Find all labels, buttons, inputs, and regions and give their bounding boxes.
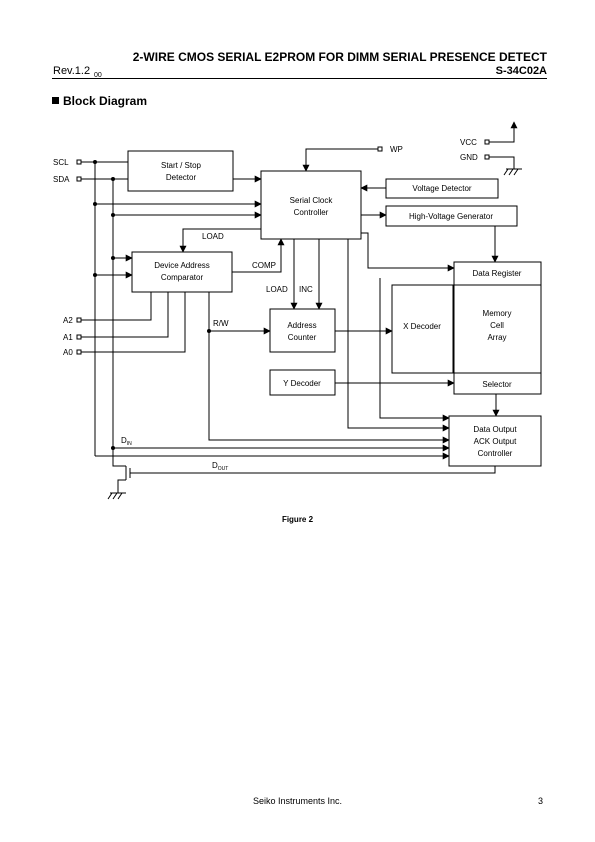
address-counter-block	[269, 308, 336, 353]
gnd-pin-label: GND	[460, 153, 478, 162]
wire	[81, 292, 169, 338]
junction-dot	[207, 329, 211, 333]
arrow	[347, 239, 450, 432]
start-stop-label-1: Start / Stop	[161, 161, 202, 170]
dout-sub: OUT	[218, 466, 229, 472]
serial-clock-label-1: Serial Clock	[290, 196, 334, 205]
page-number: 3	[538, 796, 544, 806]
load-signal-label: LOAD	[266, 285, 288, 294]
wire	[117, 492, 123, 500]
arrow	[232, 238, 285, 273]
junction-dot	[111, 446, 115, 450]
data-register-label: Data Register	[473, 269, 522, 278]
sda-pin-label: SDA	[53, 175, 70, 184]
memory-label-1: Memory	[483, 309, 512, 318]
serial-clock-controller-block	[260, 170, 362, 240]
address-counter-label-1: Address	[287, 321, 316, 330]
junction-dot	[93, 160, 97, 164]
part-number: S-34C02A	[495, 65, 547, 77]
scl-pin-label: SCL	[53, 158, 69, 167]
load-top-signal-label: LOAD	[202, 232, 224, 241]
revision-label: Rev.1.2_00	[53, 65, 102, 79]
revision-main: Rev.1.2	[53, 65, 91, 77]
wire	[489, 156, 515, 169]
arrow	[489, 121, 518, 143]
wp-pin-terminal	[377, 146, 383, 152]
hv-generator-label: High-Voltage Generator	[409, 212, 493, 221]
pin-terminals	[76, 139, 490, 355]
square-bullet-icon	[52, 97, 59, 104]
block-boxes	[127, 150, 542, 467]
arrow	[208, 331, 450, 444]
scl-pin-terminal	[76, 159, 82, 165]
a1-pin-label: A1	[63, 333, 73, 342]
device-address-label-1: Device Address	[154, 261, 210, 270]
gnd-pin-terminal	[484, 154, 490, 160]
device-address-comparator-block	[131, 251, 233, 293]
sda-pin-terminal	[76, 176, 82, 182]
arrow	[361, 232, 455, 272]
din-signal-label: DIN	[121, 436, 132, 447]
wire	[508, 168, 514, 176]
wp-pin-label: WP	[390, 145, 403, 154]
data-output-label-3: Controller	[478, 449, 513, 458]
wire	[117, 479, 126, 493]
junction-dot	[111, 256, 115, 260]
din-main: D	[121, 436, 127, 445]
address-counter-label-2: Counter	[288, 333, 317, 342]
wires	[81, 121, 522, 500]
wire	[513, 168, 519, 176]
header-rule	[52, 78, 547, 79]
a0-pin-terminal	[76, 349, 82, 355]
voltage-detector-label: Voltage Detector	[412, 184, 471, 193]
wire	[130, 466, 496, 474]
dout-main: D	[212, 461, 218, 470]
wire	[112, 492, 118, 500]
data-output-label-2: ACK Output	[474, 437, 517, 446]
a0-pin-label: A0	[63, 348, 73, 357]
junction-dot	[93, 273, 97, 277]
a2-pin-label: A2	[63, 316, 73, 325]
arrow	[179, 228, 261, 253]
comp-signal-label: COMP	[252, 261, 276, 270]
junction-dot	[93, 202, 97, 206]
arrow	[302, 148, 378, 172]
start-stop-label-2: Detector	[166, 173, 197, 182]
x-decoder-label: X Decoder	[403, 322, 441, 331]
figure-caption: Figure 2	[281, 515, 314, 524]
revision-sub: _00	[90, 72, 102, 80]
junction-dots	[93, 160, 211, 450]
wire	[81, 292, 152, 321]
din-sub: IN	[127, 441, 132, 447]
device-address-label-2: Comparator	[161, 273, 204, 282]
wire	[107, 492, 113, 500]
junction-dot	[111, 177, 115, 181]
y-decoder-label: Y Decoder	[283, 379, 321, 388]
vcc-pin-label: VCC	[460, 138, 477, 147]
memory-label-3: Array	[487, 333, 506, 342]
arrow	[379, 278, 450, 422]
wire	[112, 448, 126, 467]
selector-label: Selector	[482, 380, 512, 389]
rw-signal-label: R/W	[213, 319, 229, 328]
document-title: 2-WIRE CMOS SERIAL E2PROM FOR DIMM SERIA…	[132, 50, 547, 64]
serial-clock-label-2: Controller	[294, 208, 329, 217]
memory-label-2: Cell	[490, 321, 504, 330]
wire	[81, 292, 186, 353]
dout-signal-label: DOUT	[212, 461, 228, 472]
a1-pin-terminal	[76, 334, 82, 340]
vcc-pin-terminal	[484, 139, 490, 145]
data-output-label-1: Data Output	[473, 425, 517, 434]
section-heading: Block Diagram	[52, 94, 147, 108]
inc-signal-label: INC	[299, 285, 313, 294]
start-stop-detector-block	[127, 150, 234, 192]
a2-pin-terminal	[76, 317, 82, 323]
junction-dot	[111, 213, 115, 217]
footer-company: Seiko Instruments Inc.	[252, 796, 343, 806]
wire	[503, 168, 509, 176]
section-title: Block Diagram	[63, 94, 148, 108]
